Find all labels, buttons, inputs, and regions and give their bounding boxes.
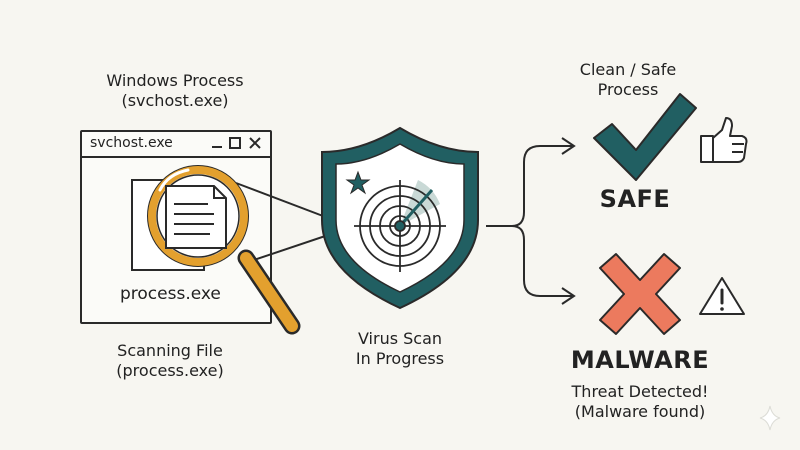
thumbs-up-icon <box>700 117 748 163</box>
radar-icon <box>354 180 446 272</box>
virus-scan-caption: Virus Scan In Progress <box>330 329 470 369</box>
process-caption-line2: (svchost.exe) <box>121 91 229 110</box>
process-caption: Windows Process (svchost.exe) <box>95 71 255 111</box>
virus-scan-caption-line2: In Progress <box>355 349 445 368</box>
malware-label: MALWARE <box>570 346 710 374</box>
close-icon <box>249 137 261 149</box>
malware-caption-line2: (Malware found) <box>574 402 706 421</box>
safe-caption-line1: Clean / Safe <box>579 60 677 79</box>
process-caption-line1: Windows Process <box>106 71 244 90</box>
scan-caption-line2: (process.exe) <box>116 361 224 380</box>
window-titlebar: svchost.exe <box>82 132 270 158</box>
sparkle-icon <box>759 405 781 431</box>
warning-icon <box>699 277 745 315</box>
file-label: process.exe <box>120 284 221 304</box>
malware-caption: Threat Detected! (Malware found) <box>560 382 720 422</box>
malware-caption-line1: Threat Detected! <box>571 382 709 401</box>
magnifier-icon <box>147 165 301 335</box>
virus-scan-caption-line1: Virus Scan <box>357 329 443 348</box>
check-icon <box>593 93 697 181</box>
branch-arrows <box>486 137 576 305</box>
window-title: svchost.exe <box>90 135 173 151</box>
safe-caption-line2: Process <box>597 80 659 99</box>
safe-label: SAFE <box>599 185 671 213</box>
maximize-icon <box>229 137 241 149</box>
safe-caption: Clean / Safe Process <box>558 60 698 100</box>
cross-icon <box>599 253 681 335</box>
star-icon <box>345 170 371 195</box>
shield-icon <box>321 126 479 310</box>
scan-caption: Scanning File (process.exe) <box>95 341 245 381</box>
scan-caption-line1: Scanning File <box>117 341 223 360</box>
